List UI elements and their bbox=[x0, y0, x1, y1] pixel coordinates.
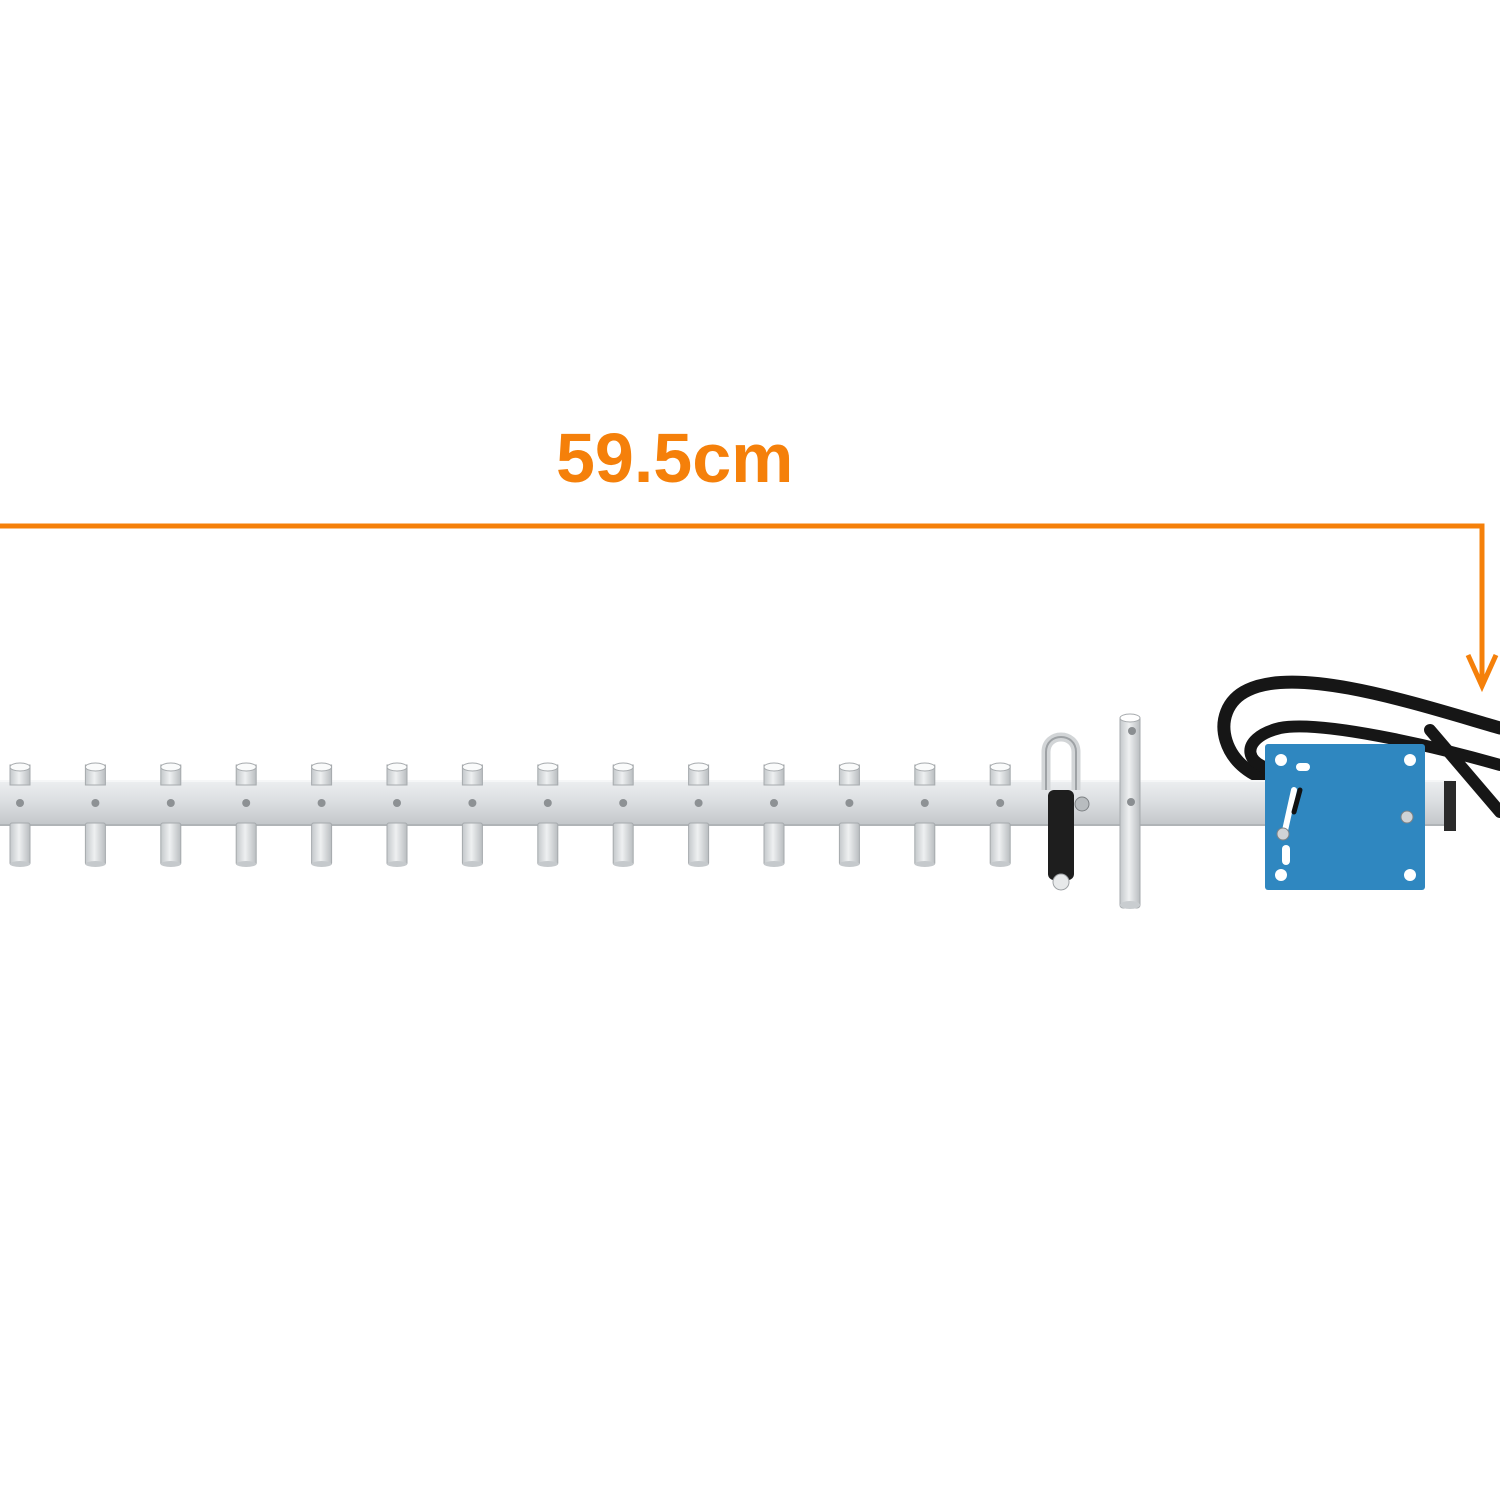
director-element bbox=[461, 762, 483, 867]
director-element bbox=[9, 762, 31, 867]
director-element bbox=[989, 762, 1011, 867]
coax-cable bbox=[1217, 675, 1500, 818]
director-element bbox=[235, 762, 257, 867]
director-element bbox=[763, 762, 785, 867]
director-element bbox=[688, 762, 710, 867]
arrow-head bbox=[1465, 653, 1499, 693]
director-elements bbox=[9, 762, 1011, 867]
dimension-arrow bbox=[0, 523, 1499, 693]
dimension-line bbox=[0, 523, 1485, 684]
director-element bbox=[386, 762, 408, 867]
director-element bbox=[311, 762, 333, 867]
length-label: 59.5cm bbox=[556, 419, 794, 497]
antenna-boom bbox=[0, 781, 1452, 825]
mounting-clamp bbox=[1041, 732, 1090, 891]
mounting-bracket bbox=[1265, 744, 1425, 890]
director-element bbox=[537, 762, 559, 867]
director-element bbox=[914, 762, 936, 867]
director-element bbox=[838, 762, 860, 867]
director-element bbox=[160, 762, 182, 867]
driven-element bbox=[1119, 713, 1141, 909]
director-element bbox=[84, 762, 106, 867]
director-element bbox=[612, 762, 634, 867]
